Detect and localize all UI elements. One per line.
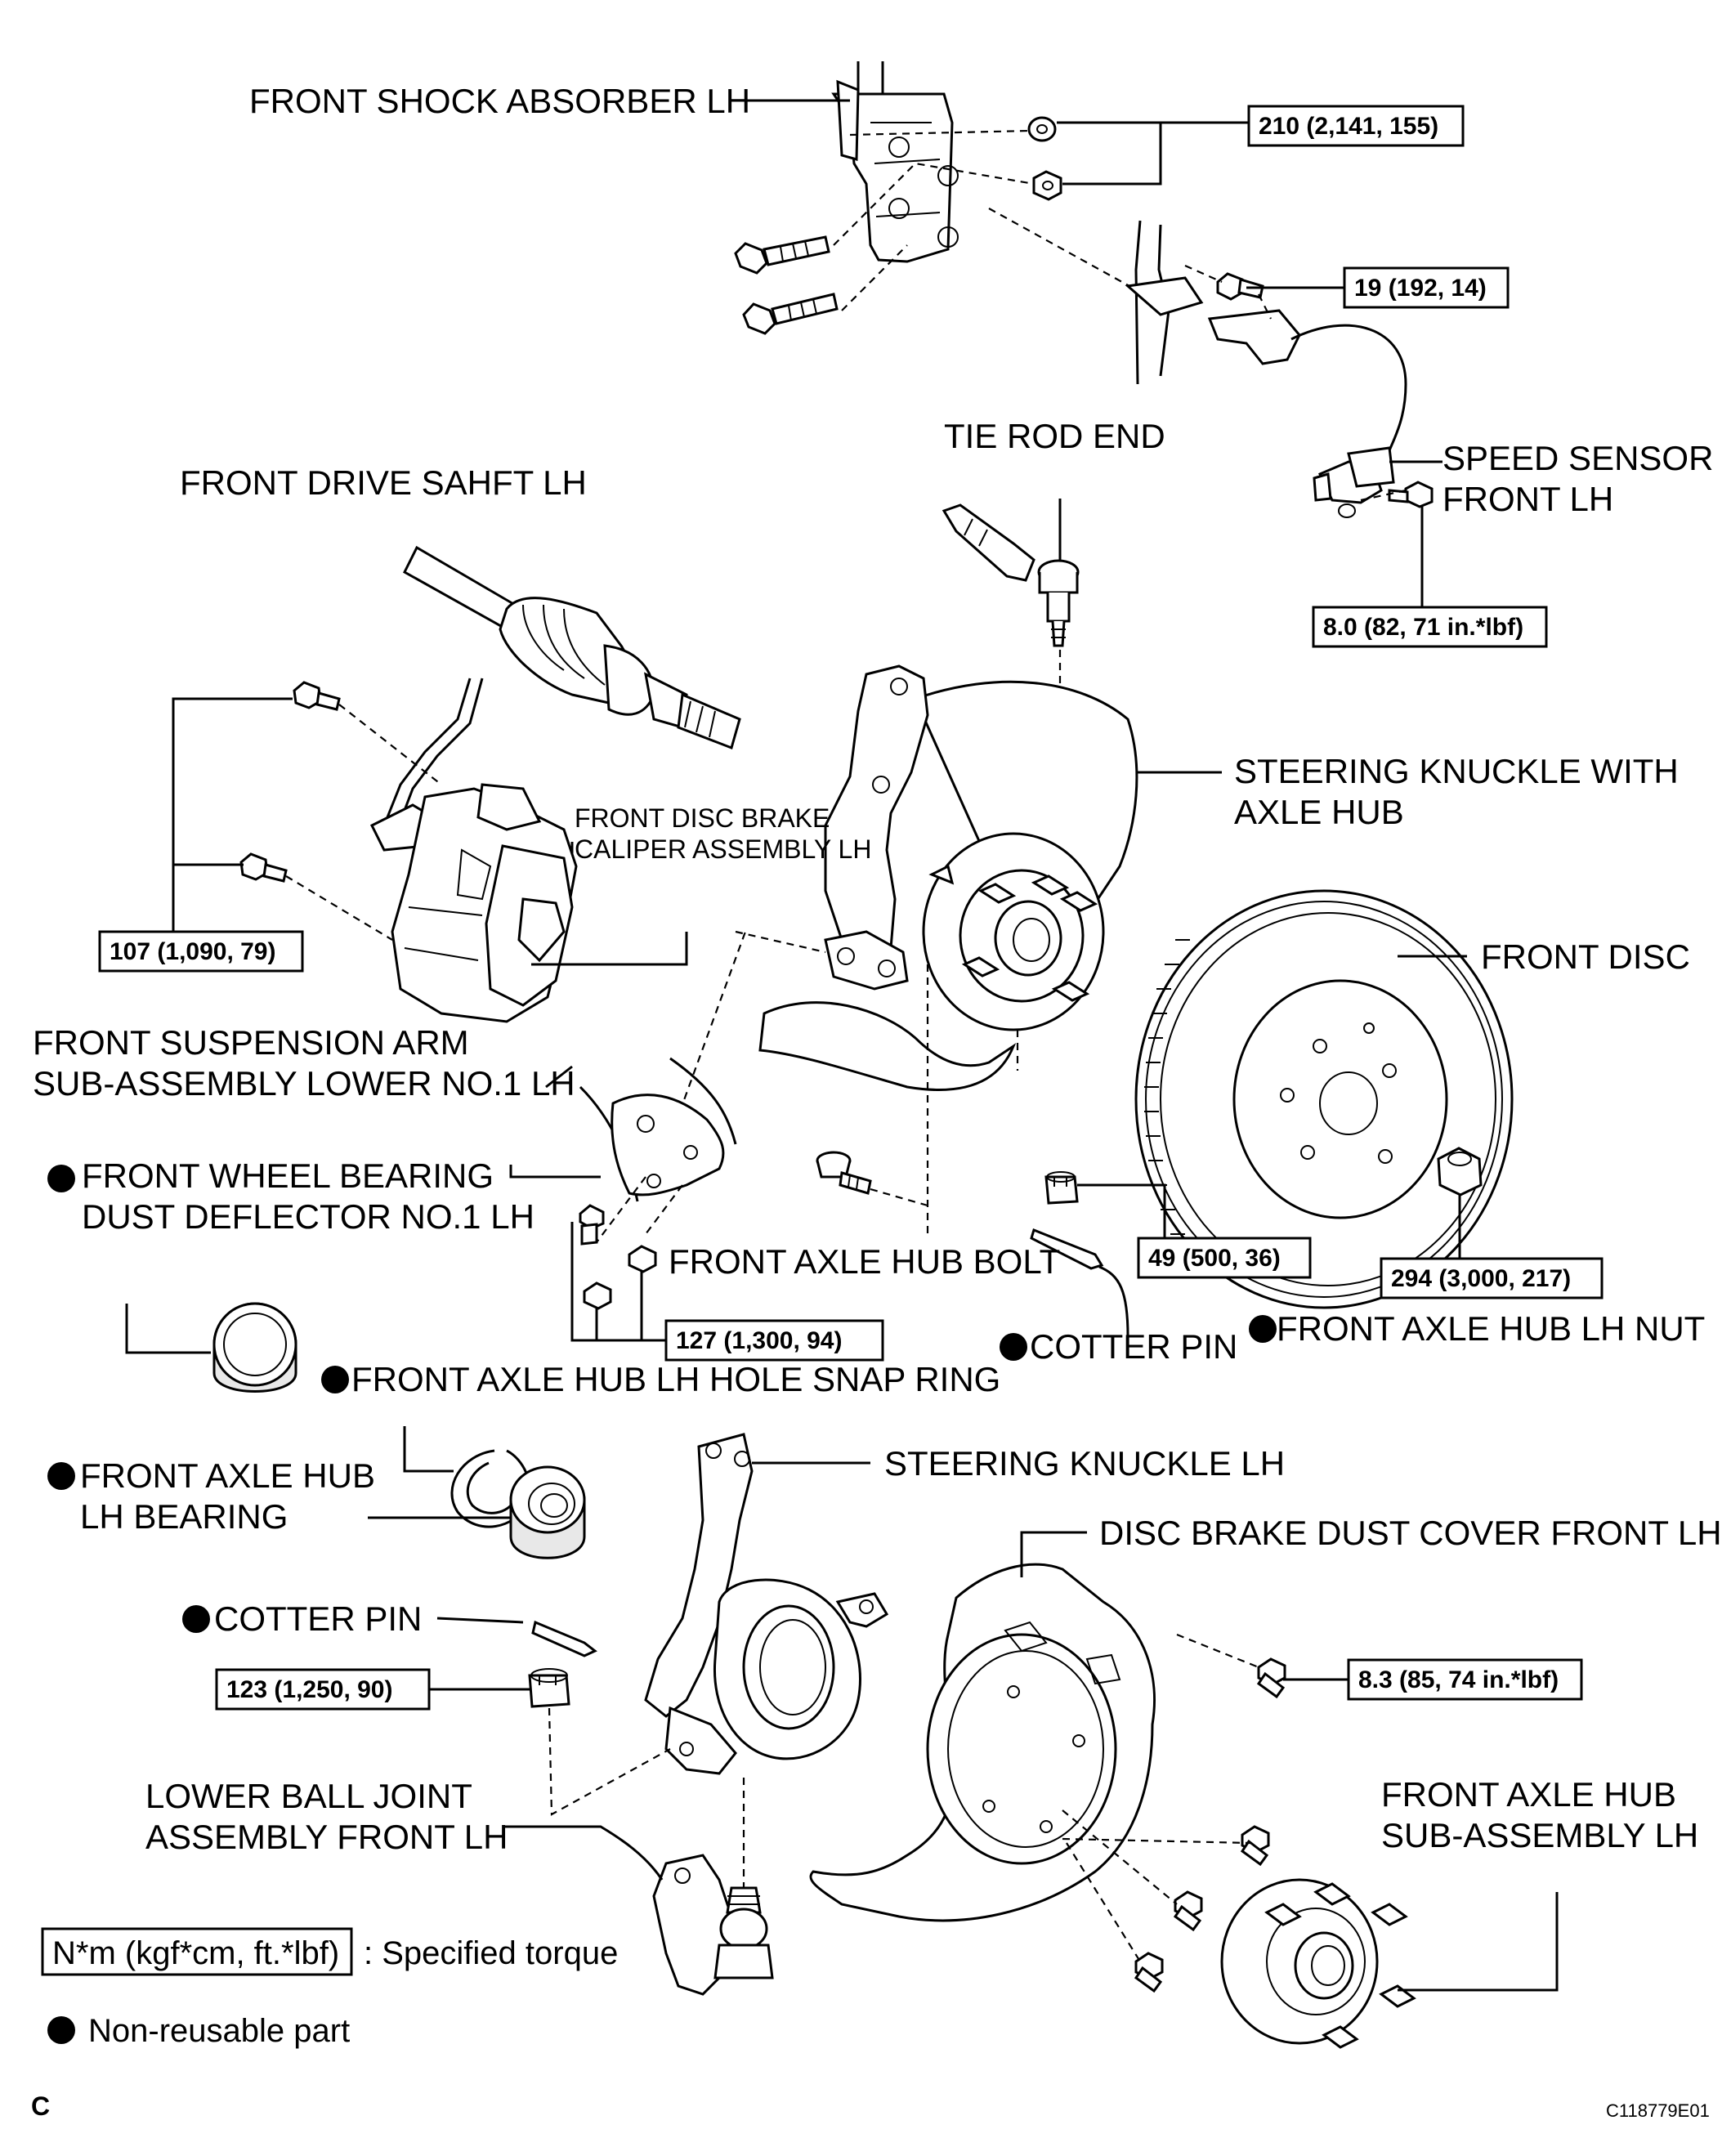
- torque-box-127: 127 (1,300, 94): [664, 1319, 884, 1362]
- castle-nut-drawing: [1044, 1171, 1079, 1205]
- legend-torque-box-text: N*m (kgf*cm, ft.*lbf): [52, 1935, 339, 1971]
- hub-bolt-drawing: [816, 1151, 872, 1195]
- label-knuckle-hub-1: STEERING KNUCKLE WITH: [1234, 752, 1679, 790]
- torque-boxes: 210 (2,141, 155) 19 (192, 14) 8.0 (82, 7…: [98, 105, 1604, 1711]
- oil-seal-drawing: [212, 1302, 297, 1393]
- label-suspension-arm-2: SUB-ASSEMBLY LOWER NO.1 LH: [33, 1064, 575, 1103]
- svg-text:49 (500, 36): 49 (500, 36): [1148, 1245, 1281, 1272]
- svg-text:294 (3,000, 217): 294 (3,000, 217): [1391, 1265, 1571, 1292]
- label-ball-joint-2: ASSEMBLY FRONT LH: [145, 1818, 508, 1856]
- legend-nonreusable: Non-reusable part: [47, 2013, 350, 2049]
- label-cotter-pin-2: COTTER PIN: [214, 1599, 422, 1638]
- svg-text:210 (2,141, 155): 210 (2,141, 155): [1259, 113, 1438, 140]
- hub-assembly-drawing: [1220, 1878, 1416, 2049]
- hub-nut-drawing: [1437, 1147, 1483, 1197]
- torque-box-8-0: 8.0 (82, 71 in.*lbf): [1312, 606, 1548, 648]
- torque-box-294: 294 (3,000, 217): [1380, 1257, 1604, 1299]
- shock-bolts-drawing: [734, 235, 839, 335]
- label-front-disc: FRONT DISC: [1481, 937, 1690, 976]
- label-snap-ring: FRONT AXLE HUB LH HOLE SNAP RING: [351, 1360, 1000, 1398]
- torque-box-210: 210 (2,141, 155): [1247, 105, 1465, 147]
- torque-box-8-3: 8.3 (85, 74 in.*lbf): [1347, 1658, 1583, 1701]
- nonreusable-dot-cotter-pin-1: [1000, 1333, 1027, 1361]
- nonreusable-markers: [47, 1165, 1277, 1633]
- corner-letter: C: [31, 2091, 50, 2121]
- nonreusable-dot-hub-nut: [1249, 1315, 1277, 1343]
- shock-nuts-drawing: [1027, 116, 1062, 201]
- legend-nonreusable-dot: [47, 2016, 75, 2044]
- label-steering-knuckle: STEERING KNUCKLE LH: [884, 1444, 1285, 1483]
- ball-joint-drawing: [652, 1854, 774, 1996]
- steering-knuckle-drawing: [644, 1433, 889, 1775]
- nonreusable-dot-bearing: [47, 1462, 75, 1490]
- label-suspension-arm-1: FRONT SUSPENSION ARM: [33, 1023, 469, 1062]
- cotter-pin-2-drawing: [531, 1620, 597, 1657]
- svg-text:8.0 (82, 71 in.*lbf): 8.0 (82, 71 in.*lbf): [1323, 614, 1523, 641]
- caliper-bolts-drawing: [239, 681, 341, 883]
- legend-torque: N*m (kgf*cm, ft.*lbf) : Specified torque: [41, 1927, 618, 1976]
- nonreusable-dot-cotter-pin-2: [182, 1605, 210, 1633]
- legend-nonreusable-text: Non-reusable part: [88, 2013, 350, 2049]
- legend-torque-box: [41, 1927, 353, 1976]
- nonreusable-dot-deflector: [47, 1165, 75, 1192]
- hub-bearing-drawing: [509, 1465, 586, 1559]
- brake-caliper-drawing: [369, 678, 578, 1023]
- torque-box-123: 123 (1,250, 90): [215, 1668, 431, 1711]
- shock-absorber-drawing: [831, 61, 959, 263]
- label-shock-absorber: FRONT SHOCK ABSORBER LH: [249, 82, 750, 120]
- svg-text:19 (192, 14): 19 (192, 14): [1354, 275, 1487, 302]
- label-hub-nut: FRONT AXLE HUB LH NUT: [1277, 1309, 1705, 1348]
- castle-nut-2-drawing: [528, 1668, 570, 1708]
- label-bearing-1: FRONT AXLE HUB: [80, 1456, 375, 1495]
- svg-text:123 (1,250, 90): 123 (1,250, 90): [226, 1676, 392, 1703]
- nonreusable-dot-snap-ring: [321, 1366, 349, 1393]
- torque-box-49: 49 (500, 36): [1137, 1237, 1312, 1279]
- drive-shaft-drawing: [403, 545, 741, 749]
- tie-rod-end-drawing: [942, 503, 1080, 647]
- dust-deflector-drawing: [579, 1057, 737, 1202]
- label-deflector-2: DUST DEFLECTOR NO.1 LH: [82, 1197, 535, 1236]
- speed-sensor-drawing: [1125, 220, 1407, 518]
- label-ball-joint-1: LOWER BALL JOINT: [145, 1777, 472, 1815]
- label-dust-cover: DISC BRAKE DUST COVER FRONT LH: [1099, 1514, 1722, 1552]
- label-speed-sensor-2: FRONT LH: [1442, 480, 1613, 518]
- label-drive-shaft: FRONT DRIVE SAHFT LH: [180, 463, 587, 502]
- deflector-bolts-drawing: [579, 1204, 657, 1310]
- label-caliper-2: CALIPER ASSEMBLY LH: [575, 834, 871, 864]
- label-hub-bolt: FRONT AXLE HUB BOLT: [669, 1242, 1060, 1281]
- label-hub-assembly-2: SUB-ASSEMBLY LH: [1381, 1816, 1698, 1854]
- dust-cover-drawing: [809, 1563, 1156, 1922]
- label-cotter-pin-1: COTTER PIN: [1030, 1327, 1237, 1366]
- label-caliper-1: FRONT DISC BRAKE: [575, 803, 830, 833]
- label-hub-assembly-1: FRONT AXLE HUB: [1381, 1775, 1676, 1814]
- knuckle-with-hub-drawing: [758, 664, 1138, 1091]
- label-knuckle-hub-2: AXLE HUB: [1234, 793, 1404, 831]
- svg-text:8.3 (85, 74 in.*lbf): 8.3 (85, 74 in.*lbf): [1358, 1666, 1559, 1693]
- dust-cover-bolts-drawing: [1134, 1657, 1286, 1993]
- label-deflector-1: FRONT WHEEL BEARING: [82, 1156, 494, 1195]
- label-speed-sensor-1: SPEED SENSOR: [1442, 439, 1713, 477]
- part-labels: FRONT SHOCK ABSORBER LH TIE ROD END SPEE…: [33, 82, 1722, 1856]
- legend: N*m (kgf*cm, ft.*lbf) : Specified torque…: [41, 1927, 618, 2049]
- label-tie-rod-end: TIE ROD END: [944, 417, 1165, 455]
- legend-torque-text: : Specified torque: [364, 1935, 618, 1971]
- torque-box-19: 19 (192, 14): [1343, 266, 1510, 309]
- cotter-pin-1-drawing: [1030, 1228, 1104, 1270]
- svg-text:127 (1,300, 94): 127 (1,300, 94): [676, 1327, 842, 1354]
- front-disc-drawing: [1134, 889, 1514, 1309]
- svg-text:107 (1,090, 79): 107 (1,090, 79): [110, 938, 275, 965]
- label-bearing-2: LH BEARING: [80, 1497, 288, 1536]
- torque-box-107: 107 (1,090, 79): [98, 930, 304, 973]
- figure-code: C118779E01: [1606, 2100, 1710, 2121]
